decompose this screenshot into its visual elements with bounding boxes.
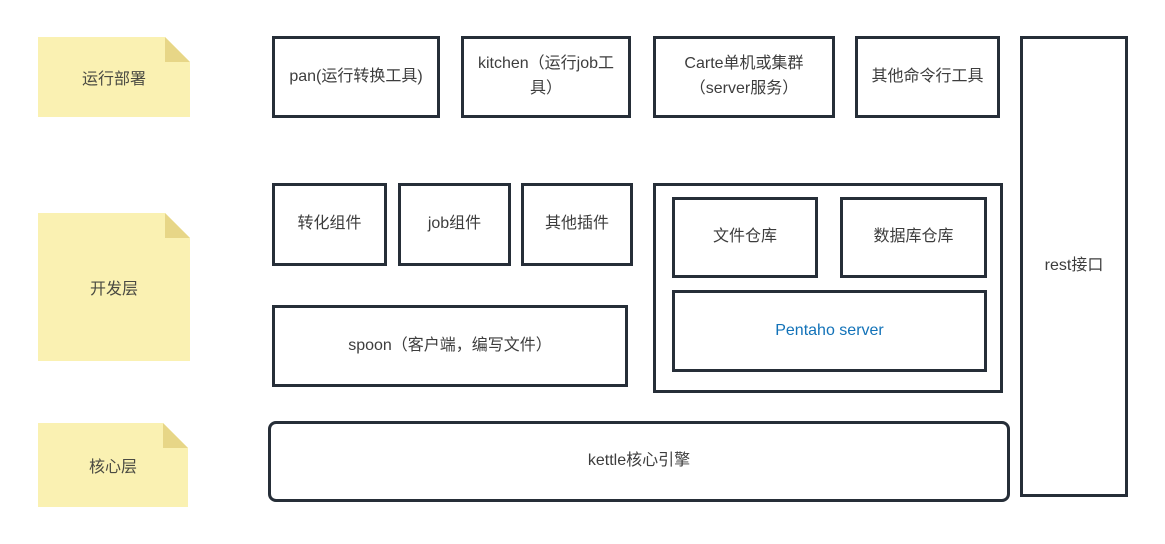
layer-label-deploy: 运行部署	[81, 71, 146, 88]
folded-corner	[163, 423, 188, 448]
box-rest-interface: rest接口	[1020, 36, 1128, 497]
box-pentaho-server: Pentaho server	[672, 290, 987, 372]
box-kitchen-tool: kitchen（运行job工具）	[461, 36, 631, 118]
layer-note-core: 核心层	[38, 423, 188, 507]
note-background	[38, 213, 190, 361]
box-kettle-core-engine: kettle核心引擎	[268, 421, 1010, 502]
folded-corner	[165, 37, 190, 62]
box-database-repository: 数据库仓库	[840, 197, 987, 278]
layer-label-dev: 开发层	[89, 281, 138, 298]
box-other-plugins: 其他插件	[521, 183, 633, 266]
group-pentaho-server: 文件仓库 数据库仓库 Pentaho server	[653, 183, 1003, 393]
layer-note-deploy: 运行部署	[38, 37, 190, 117]
box-pan-tool: pan(运行转换工具)	[272, 36, 440, 118]
folded-corner	[165, 213, 190, 238]
layer-note-dev: 开发层	[38, 213, 190, 361]
box-spoon-client: spoon（客户端，编写文件）	[272, 305, 628, 387]
box-job-component: job组件	[398, 183, 511, 266]
box-other-cli-tools: 其他命令行工具	[855, 36, 1000, 118]
box-file-repository: 文件仓库	[672, 197, 818, 278]
layer-label-core: 核心层	[88, 459, 137, 476]
box-transform-component: 转化组件	[272, 183, 387, 266]
note-background	[38, 37, 190, 117]
box-carte-server: Carte单机或集群（server服务）	[653, 36, 835, 118]
